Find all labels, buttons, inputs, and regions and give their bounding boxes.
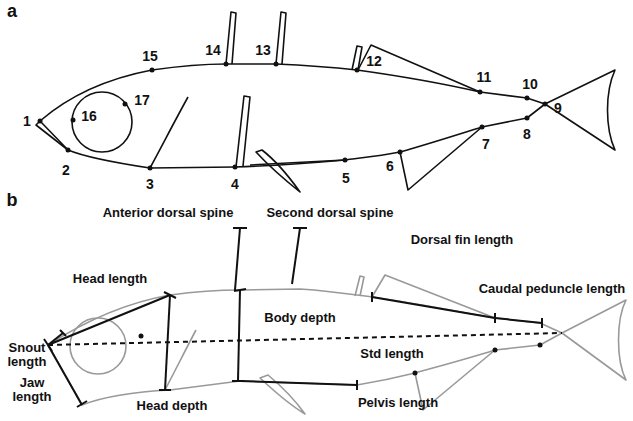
measurement-label: Caudal peduncle length xyxy=(479,282,626,296)
measurement-label: Head length xyxy=(73,272,147,286)
landmark-dots xyxy=(38,62,548,171)
measurement-label: Head depth xyxy=(137,399,208,413)
measurement-label: Jaw length xyxy=(9,376,55,403)
measurement-lines xyxy=(44,228,562,407)
callout-number: 1 xyxy=(23,114,31,129)
callout-number: 15 xyxy=(142,49,158,64)
callout-number: 12 xyxy=(366,54,382,69)
callout-number: 11 xyxy=(477,70,492,85)
callout-number: 17 xyxy=(134,93,150,108)
measurement-label: Second dorsal spine xyxy=(266,206,393,220)
callout-number: 8 xyxy=(523,127,531,142)
measurement-label: Anterior dorsal spine xyxy=(103,206,234,220)
measurement-label: Std length xyxy=(360,347,424,361)
landmark-dots-b xyxy=(139,334,543,376)
callout-number: 2 xyxy=(62,163,70,178)
measurement-label: Dorsal fin length xyxy=(411,233,514,247)
callout-number: 9 xyxy=(554,101,562,116)
callout-number: 4 xyxy=(231,177,239,192)
callout-number: 5 xyxy=(342,171,350,186)
panel-letter: a xyxy=(7,2,17,21)
fish-outline-b xyxy=(48,275,626,414)
callout-number: 13 xyxy=(255,43,271,58)
fish-outline-a xyxy=(36,12,615,192)
callout-number: 7 xyxy=(482,137,490,152)
measurement-label: Body depth xyxy=(264,311,336,325)
measurement-label: Snout length xyxy=(2,341,52,368)
callout-number: 6 xyxy=(386,159,394,174)
callout-number: 14 xyxy=(205,43,221,58)
panel-letter: b xyxy=(7,191,18,210)
measurement-label: Pelvis length xyxy=(358,396,438,410)
callout-number: 10 xyxy=(522,77,538,92)
callout-number: 3 xyxy=(146,177,154,192)
callout-number: 16 xyxy=(81,109,97,124)
